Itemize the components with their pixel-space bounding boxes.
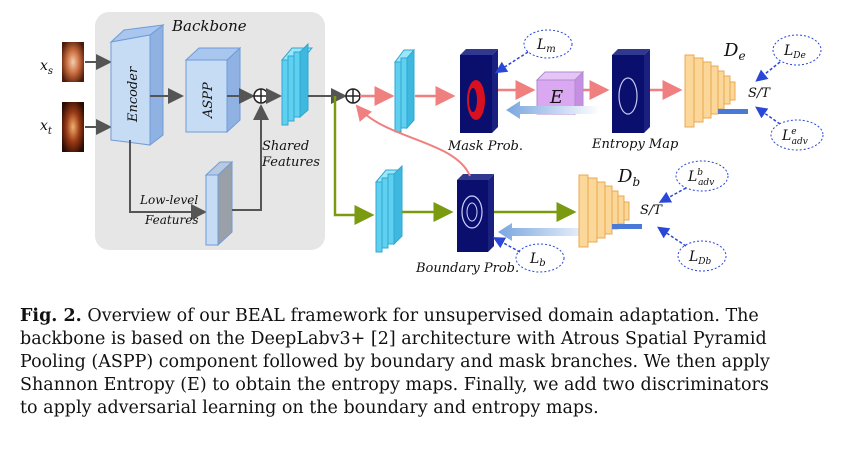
caption-line-3: Pooling (ASPP) component followed by bou… — [20, 352, 770, 372]
disc-e-label: De — [723, 40, 746, 63]
arrow-loss-boundary — [492, 237, 521, 253]
lowlevel-label-line2: Features — [144, 213, 198, 227]
arrow-lowlevel-to-concat — [232, 104, 269, 211]
loss-db-bubble — [677, 240, 727, 272]
loss-boundary-label: Lb — [529, 251, 546, 269]
arrow-boundary-to-sum — [355, 104, 471, 177]
input-source-label: xs — [40, 58, 53, 77]
arrow-loss-mask — [494, 51, 529, 74]
target-fundus-image — [62, 102, 84, 152]
loss-mask-bubble — [523, 29, 573, 59]
mask-prob-label: Mask Prob. — [447, 139, 523, 154]
arrow-shared-to-boundary — [333, 96, 375, 225]
aspp-label: ASPP — [201, 82, 216, 119]
st-label-top: S/T — [748, 86, 771, 101]
encoder-block-side — [149, 23, 164, 147]
loss-db-label: LDb — [688, 249, 712, 267]
beal-framework-diagram: Backbone xs xt Encoder ASPP Low-level Fe… — [40, 12, 824, 276]
entropy-map-label: Entropy Map — [591, 137, 679, 152]
loss-adv-b-bubble — [675, 160, 729, 192]
caption-line-2: backbone is based on the DeepLabv3+ [2] … — [20, 329, 767, 349]
lowlevel-label-line1: Low-level — [139, 193, 198, 207]
arrow-loss-de — [755, 61, 781, 82]
shared-label-line2: Features — [261, 155, 320, 170]
disc-b-label: Db — [617, 166, 640, 189]
arrow-feedback-mask — [506, 101, 600, 119]
figure-caption: Fig. 2. Overview of our BEAL framework f… — [20, 305, 835, 420]
arrow-loss-db — [657, 226, 687, 247]
arrow-loss-adv-b — [658, 187, 687, 203]
loss-adv-e-bubble — [770, 119, 824, 151]
entropy-operator-label: E — [549, 87, 563, 108]
source-fundus-image — [62, 42, 84, 82]
entropy-map — [612, 49, 650, 133]
caption-line-1: Fig. 2. Overview of our BEAL framework f… — [20, 306, 759, 326]
arrow-feedback-boundary — [498, 223, 600, 241]
caption-label: Fig. 2. — [20, 306, 82, 326]
mask-branch-stack — [394, 48, 415, 133]
arrow-encoder-to-lowlevel — [129, 140, 207, 220]
boundary-prob-map — [457, 174, 494, 252]
boundary-prob-label: Boundary Prob. — [415, 261, 519, 276]
backbone-title: Backbone — [171, 17, 247, 35]
boundary-branch-stack — [374, 164, 404, 253]
discriminator-b — [578, 174, 642, 248]
loss-mask-label: Lm — [536, 37, 556, 55]
aspp-block-side — [226, 46, 241, 134]
encoder-label: Encoder — [126, 66, 141, 123]
loss-de-bubble — [772, 34, 822, 66]
arrow-loss-adv-e — [755, 106, 781, 125]
lowlevel-feature-block — [205, 174, 219, 246]
lowlevel-feature-side — [217, 160, 233, 247]
input-target-label: xt — [40, 118, 53, 137]
shared-features-stack — [280, 42, 314, 126]
discriminator-e — [684, 54, 748, 128]
aspp-block — [185, 59, 228, 133]
mask-prob-map — [460, 49, 498, 133]
loss-de-label: LDe — [783, 43, 806, 61]
shared-label-line1: Shared — [262, 139, 309, 154]
encoder-block — [110, 34, 151, 146]
caption-line-5: to apply adversarial learning on the bou… — [20, 398, 599, 418]
loss-boundary-bubble — [515, 243, 565, 273]
caption-line-4: Shannon Entropy (E) to obtain the entrop… — [20, 375, 769, 395]
st-label-bottom: S/T — [640, 203, 663, 218]
